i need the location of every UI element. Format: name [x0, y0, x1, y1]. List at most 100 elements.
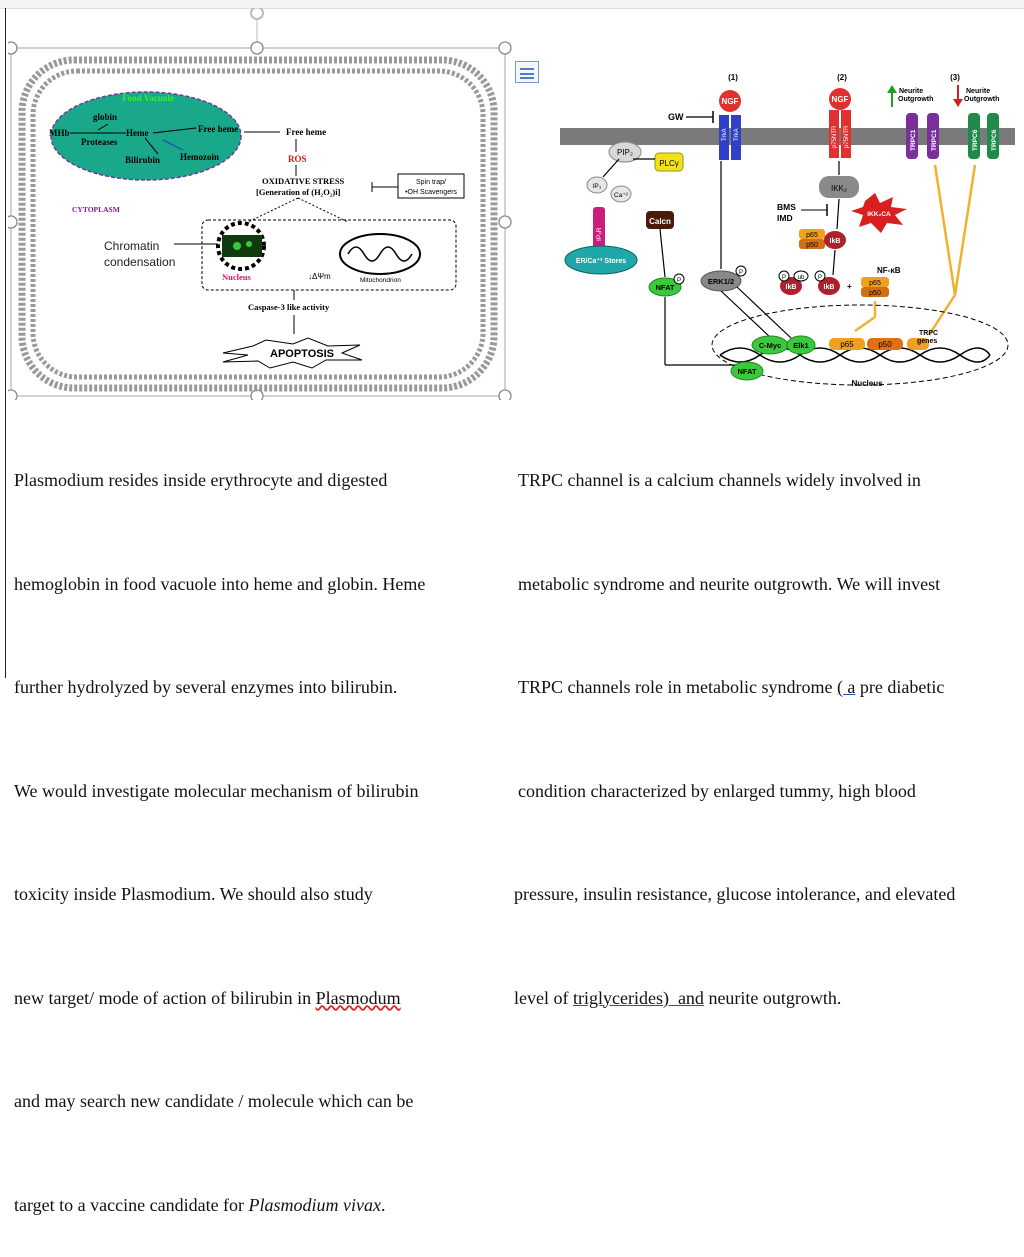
trpc-genes-label: TRPC — [919, 330, 938, 337]
right-line-2: metabolic syndrome and neurite outgrowth… — [518, 573, 941, 594]
grammar-mark-a[interactable]: ( a — [836, 677, 856, 697]
pathway-label-3: (3) — [950, 73, 960, 82]
page-margin-line — [5, 8, 6, 678]
trpc6-bar — [968, 113, 980, 159]
calcn-node — [646, 211, 674, 229]
species-name: Plasmodium vivax — [248, 1194, 382, 1215]
ikk2ca-burst — [851, 193, 907, 233]
trpc1-label: TRPC1 — [910, 129, 917, 151]
psi-label: ↓ΔΨm — [308, 272, 331, 281]
mhb-label: MHb — [49, 128, 70, 138]
trpc-activation-arrows — [854, 164, 977, 336]
ca-label: Ca⁺² — [614, 192, 629, 199]
trka-bar — [719, 115, 729, 160]
ip3-node — [586, 176, 608, 194]
right-line-3-text: TRPC channels role in metabolic syndrome — [518, 677, 837, 697]
vacuole-arrows — [70, 123, 280, 155]
right-line-6-text: level of — [514, 987, 573, 1008]
p-badge-label: P — [677, 278, 681, 284]
ikb-node-3 — [818, 277, 840, 295]
nfat-nuclear-node — [730, 361, 764, 381]
outgrowth-label-up: Outgrowth — [898, 96, 933, 103]
ub-badge — [793, 270, 809, 282]
ngf-label-2: NGF — [832, 95, 849, 104]
nucleus-boundary — [711, 304, 1009, 386]
spelling-error-plasmodum[interactable]: Plasmodum — [315, 987, 401, 1008]
ikk2-node — [819, 176, 859, 198]
erk-label: ERK1/2 — [708, 277, 734, 286]
left-line-8-period: . — [381, 1194, 386, 1215]
trka-bar — [731, 115, 741, 160]
p65-node — [799, 229, 825, 239]
bilirubin-label: Bilirubin — [125, 155, 160, 165]
editor-top-bar — [0, 0, 1024, 9]
left-line-6-text: new target/ mode of action of bilirubin … — [14, 987, 316, 1008]
er-stores-label: ER/Ca⁺² Stores — [576, 257, 626, 265]
cell-membrane-outer — [18, 56, 498, 392]
p-badge — [735, 265, 747, 277]
left-line-2: hemoglobin in food vacuole into heme and… — [14, 573, 426, 594]
trpc1-label-2: TRPC1 — [931, 129, 938, 151]
ikb-label-3: IkB — [824, 284, 835, 291]
imd-label: IMD — [777, 213, 793, 223]
neurite-label-down: Neurite — [966, 88, 990, 95]
trpc1-bar — [906, 113, 918, 159]
chromatin-dot — [246, 241, 252, 247]
neurite-label-up: Neurite — [899, 88, 923, 95]
cell-membrane — [560, 128, 1015, 145]
pathway-label-2: (2) — [837, 73, 847, 82]
dashed-arrow-mito — [297, 197, 349, 223]
ikb-label: IkB — [830, 238, 841, 245]
bilirubin-apoptosis-figure[interactable]: Food Vacuole globin MHb Proteases Heme F… — [8, 8, 513, 400]
trpc1-bar — [927, 113, 939, 159]
food-vacuole — [50, 91, 242, 181]
bms-label: BMS — [777, 202, 796, 212]
chromatin-label: Chromatin — [104, 239, 159, 253]
ip3-label: IP₃ — [593, 183, 602, 190]
globin-label: globin — [93, 112, 117, 122]
p65-label: p65 — [806, 232, 818, 239]
trpc-signaling-figure[interactable]: (1) (2) (3) TrkA TrkA NGF GW p75NTR p75N… — [515, 55, 1020, 400]
scavengers-label: •OH Scavengers — [405, 189, 457, 196]
right-line-6: level of triglycerides) and neurite outg… — [514, 981, 955, 1016]
right-paragraph[interactable]: TRPC channel is a calcium channels widel… — [514, 394, 955, 1050]
oxidative-stress-label: OXIDATIVE STRESS — [262, 176, 345, 186]
pip2-node — [608, 141, 642, 163]
genes-label: genes — [917, 338, 937, 345]
left-paragraph[interactable]: Plasmodium resides inside erythrocyte an… — [14, 394, 425, 1257]
nfat-nuclear-label: NFAT — [737, 367, 756, 376]
apoptosis-burst — [222, 337, 363, 369]
cytoplasm-label: CYTOPLASM — [72, 205, 120, 214]
ikb-node — [824, 231, 846, 249]
food-vacuole-label: Food Vacuole — [122, 93, 174, 103]
rotate-handle[interactable] — [250, 8, 264, 20]
hemozoin-label: Hemozoin — [180, 152, 219, 162]
trpc6-label-2: TRPC6 — [991, 129, 998, 151]
elk1-node — [786, 335, 816, 355]
chromatin-dot — [233, 242, 241, 250]
ngf-label-1: NGF — [722, 97, 739, 106]
left-line-4: We would investigate molecular mechanism… — [14, 780, 419, 801]
p75ntr-bar — [829, 110, 839, 158]
layout-options-icon[interactable] — [515, 61, 539, 83]
grammar-mark-triglycerides[interactable]: triglycerides) and — [572, 987, 704, 1008]
left-line-7: and may search new candidate / molecule … — [14, 1091, 414, 1111]
ip3r-label: IP₃R — [596, 227, 603, 241]
outgrowth-label-down: Outgrowth — [964, 96, 999, 103]
dna-strand-1 — [719, 347, 991, 363]
pathway-label-1: (1) — [728, 73, 738, 82]
right-line-1: TRPC channel is a calcium channels widel… — [518, 470, 921, 490]
right-line-4: condition characterized by enlarged tumm… — [518, 780, 916, 801]
p-badge-label-4: P — [818, 275, 822, 281]
elk1-label: Elk1 — [793, 341, 808, 350]
calcn-label: Calcn — [649, 217, 671, 226]
right-line-3: TRPC channels role in metabolic syndrome… — [518, 670, 955, 705]
p-badge — [673, 273, 685, 285]
ikb-node-2 — [780, 277, 802, 295]
resize-handles[interactable] — [8, 41, 512, 400]
mitochondrion-label: Mitochondrion — [360, 277, 401, 284]
p50-label-3: p50 — [878, 340, 892, 349]
right-line-5: pressure, insulin resistance, glucose in… — [514, 884, 956, 904]
p50-label: p50 — [806, 242, 818, 249]
plcg-node — [654, 152, 684, 172]
